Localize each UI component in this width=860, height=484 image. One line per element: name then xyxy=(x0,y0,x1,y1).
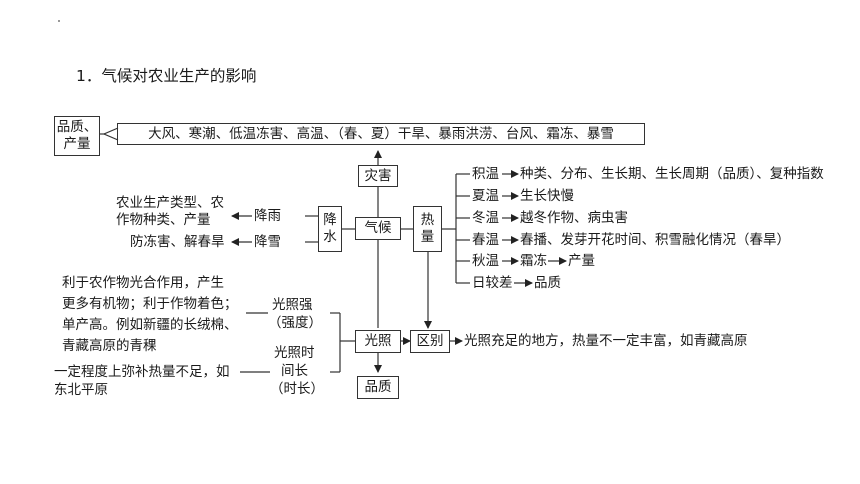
snow-label: 降雪 xyxy=(254,234,281,250)
light-intensity-line-2: （强度） xyxy=(268,315,322,331)
heat-item-effect: 生长快慢 xyxy=(520,188,574,204)
intensity-effect-line-2: 更多有机物；利于作物着色； xyxy=(62,296,238,312)
duration-effect-line-1: 一定程度上弥补热量不足，如 xyxy=(54,364,230,380)
distinguish-label: 区别 xyxy=(416,333,444,349)
intensity-effect-line-1: 利于农作物光合作用，产生 xyxy=(62,275,224,291)
quality-label: 品质 xyxy=(364,379,392,395)
page-mark xyxy=(58,20,60,22)
light-duration-line-3: （时长） xyxy=(270,381,324,397)
heat-item-effect: 种类、分布、生长期、生长周期（品质）、复种指数 xyxy=(520,166,824,182)
heat-item-effect: 品质 xyxy=(534,275,561,291)
precip-box: 降 水 xyxy=(318,206,342,252)
heat-item-effect: 霜冻 xyxy=(520,253,547,269)
duration-effect-line-2: 东北平原 xyxy=(54,382,108,398)
quality-output-box: 品质、 产量 xyxy=(54,116,100,156)
light-box: 光照 xyxy=(355,330,401,353)
heat-box: 热 量 xyxy=(413,206,442,252)
intensity-effect-line-4: 青藏高原的青稞 xyxy=(62,338,157,354)
heat-item-extra: 产量 xyxy=(568,253,595,269)
disasters-list-box: 大风、寒潮、低温冻害、高温、（春、夏）干旱、暴雨洪涝、台风、霜冻、暴雪 xyxy=(117,123,645,145)
distinguish-note: 光照充足的地方，热量不一定丰富，如青藏高原 xyxy=(464,333,748,349)
light-intensity-line-1: 光照强 xyxy=(272,297,313,313)
heat-label-1: 热 xyxy=(420,212,435,228)
heat-item-effect: 越冬作物、病虫害 xyxy=(520,210,628,226)
heat-item-name: 秋温 xyxy=(472,253,499,269)
quality-output-line-2: 产量 xyxy=(63,136,91,152)
light-duration-line-2: 间长 xyxy=(281,363,308,379)
light-duration-line-1: 光照时 xyxy=(274,345,315,361)
quality-box: 品质 xyxy=(357,376,399,399)
snow-effect: 防冻害、解春旱 xyxy=(130,234,225,250)
climate-box: 气候 xyxy=(355,217,401,240)
rain-effect-line-1: 农业生产类型、农 xyxy=(116,195,224,211)
heat-item-name: 日较差 xyxy=(472,275,513,291)
climate-label: 气候 xyxy=(364,220,392,236)
heat-item-effect: 春播、发芽开花时间、积雪融化情况（春旱） xyxy=(520,232,790,248)
rain-effect-line-2: 作物种类、产量 xyxy=(116,212,211,228)
distinguish-box: 区别 xyxy=(410,330,450,353)
rain-label: 降雨 xyxy=(254,208,281,224)
heat-item-name: 冬温 xyxy=(472,210,499,226)
precip-label-1: 降 xyxy=(323,212,337,228)
heat-item-name: 积温 xyxy=(472,166,499,182)
disasters-arrow-icon xyxy=(100,127,119,141)
precip-label-2: 水 xyxy=(323,229,337,245)
quality-output-line-1: 品质、 xyxy=(56,119,98,135)
heat-label-2: 量 xyxy=(420,229,435,245)
section-heading: 1．气候对农业生产的影响 xyxy=(76,67,257,85)
intensity-effect-line-3: 单产高。例如新疆的长绒棉、 xyxy=(62,317,238,333)
disasters-list-text: 大风、寒潮、低温冻害、高温、（春、夏）干旱、暴雨洪涝、台风、霜冻、暴雪 xyxy=(148,125,614,142)
disaster-label: 灾害 xyxy=(364,167,392,184)
light-label: 光照 xyxy=(364,333,392,349)
heat-item-name: 夏温 xyxy=(472,188,499,204)
heat-item-name: 春温 xyxy=(472,232,499,248)
disaster-box: 灾害 xyxy=(358,165,398,187)
